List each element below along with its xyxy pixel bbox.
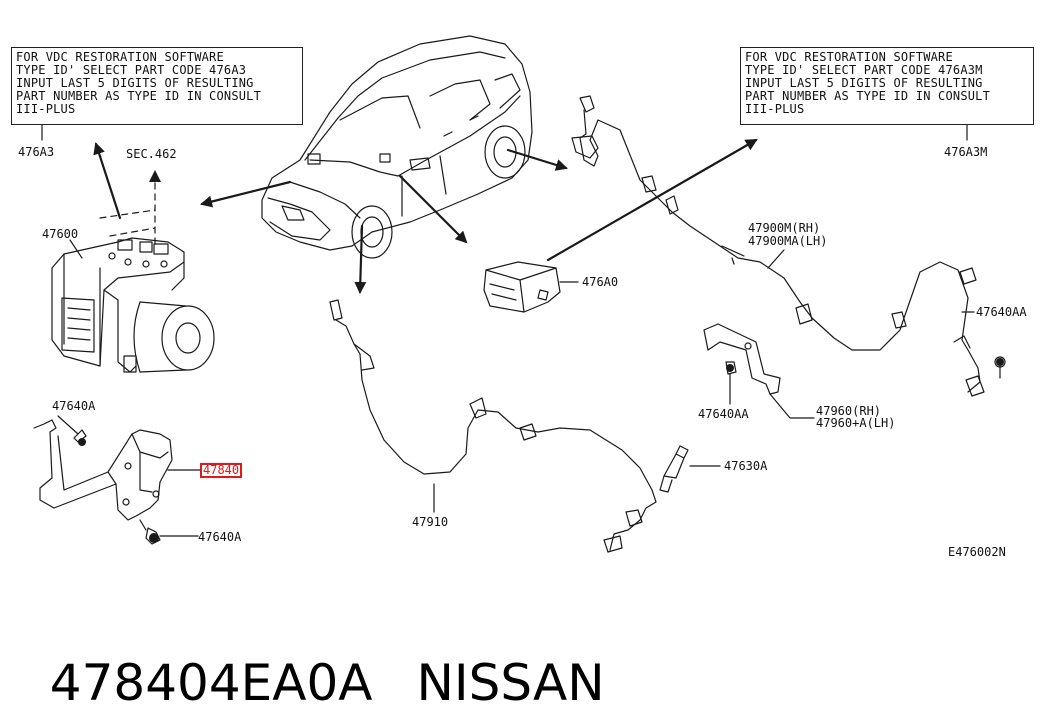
part-label-47900MA: 47900MA(LH) — [748, 234, 828, 248]
note-line: INPUT LAST 5 DIGITS OF RESULTING — [16, 76, 254, 90]
note-box-left: FOR VDC RESTORATION SOFTWARE TYPE ID' SE… — [11, 47, 303, 125]
wheel-sensor-harness-47910 — [329, 299, 657, 553]
diagram-reference-code: E476002N — [948, 545, 1006, 559]
part-label-476A3: 476A3 — [18, 145, 55, 159]
bracket-47840 — [33, 419, 173, 521]
sensor-module-476A0 — [483, 261, 561, 313]
vehicle-outline — [261, 35, 533, 259]
caption-brand: NISSAN — [416, 654, 605, 712]
note-line: TYPE ID' SELECT PART CODE 476A3M — [745, 63, 983, 77]
part-label-47900M: 47900M(RH) — [748, 221, 821, 235]
part-label-47960A: 47960+A(LH) — [816, 416, 896, 430]
fastener-heads — [78, 358, 1004, 543]
sensor-47630A — [659, 445, 689, 493]
part-label-47630A: 47630A — [724, 459, 768, 473]
abs-actuator-unit — [51, 237, 215, 373]
caption: 478404EA0A NISSAN — [18, 596, 605, 712]
note-line: III-PLUS — [16, 102, 76, 116]
note-box-right: FOR VDC RESTORATION SOFTWARE TYPE ID' SE… — [740, 47, 1034, 125]
part-label-476A0: 476A0 — [582, 275, 619, 289]
note-line: FOR VDC RESTORATION SOFTWARE — [745, 50, 953, 64]
part-label-47910: 47910 — [412, 515, 449, 529]
note-line: INPUT LAST 5 DIGITS OF RESULTING — [745, 76, 983, 90]
caption-part-number: 478404EA0A — [49, 654, 373, 712]
note-line: PART NUMBER AS TYPE ID IN CONSULT — [16, 89, 262, 103]
car-arrows — [93, 138, 758, 294]
note-line: III-PLUS — [745, 102, 805, 116]
wheel-sensor-harness-47900M — [571, 95, 1006, 397]
part-label-47840-highlighted: 47840 — [200, 463, 243, 478]
part-label-47640A-upper: 47640A — [52, 399, 96, 413]
bolt-47640A-lower — [139, 519, 199, 545]
note-line: PART NUMBER AS TYPE ID IN CONSULT — [745, 89, 991, 103]
note-line: TYPE ID' SELECT PART CODE 476A3 — [16, 63, 247, 77]
bracket-47960 — [703, 323, 781, 395]
note-line: FOR VDC RESTORATION SOFTWARE — [16, 50, 224, 64]
part-label-sec462: SEC.462 — [126, 147, 177, 161]
part-label-47960: 47960(RH) — [816, 404, 882, 418]
part-label-47600: 47600 — [42, 227, 79, 241]
part-label-47640A-lower: 47640A — [198, 530, 242, 544]
part-label-47640AA-right: 47640AA — [976, 305, 1027, 319]
part-label-476A3M: 476A3M — [944, 145, 988, 159]
parts-diagram — [33, 35, 1006, 553]
part-label-47640AA-center: 47640AA — [698, 407, 749, 421]
